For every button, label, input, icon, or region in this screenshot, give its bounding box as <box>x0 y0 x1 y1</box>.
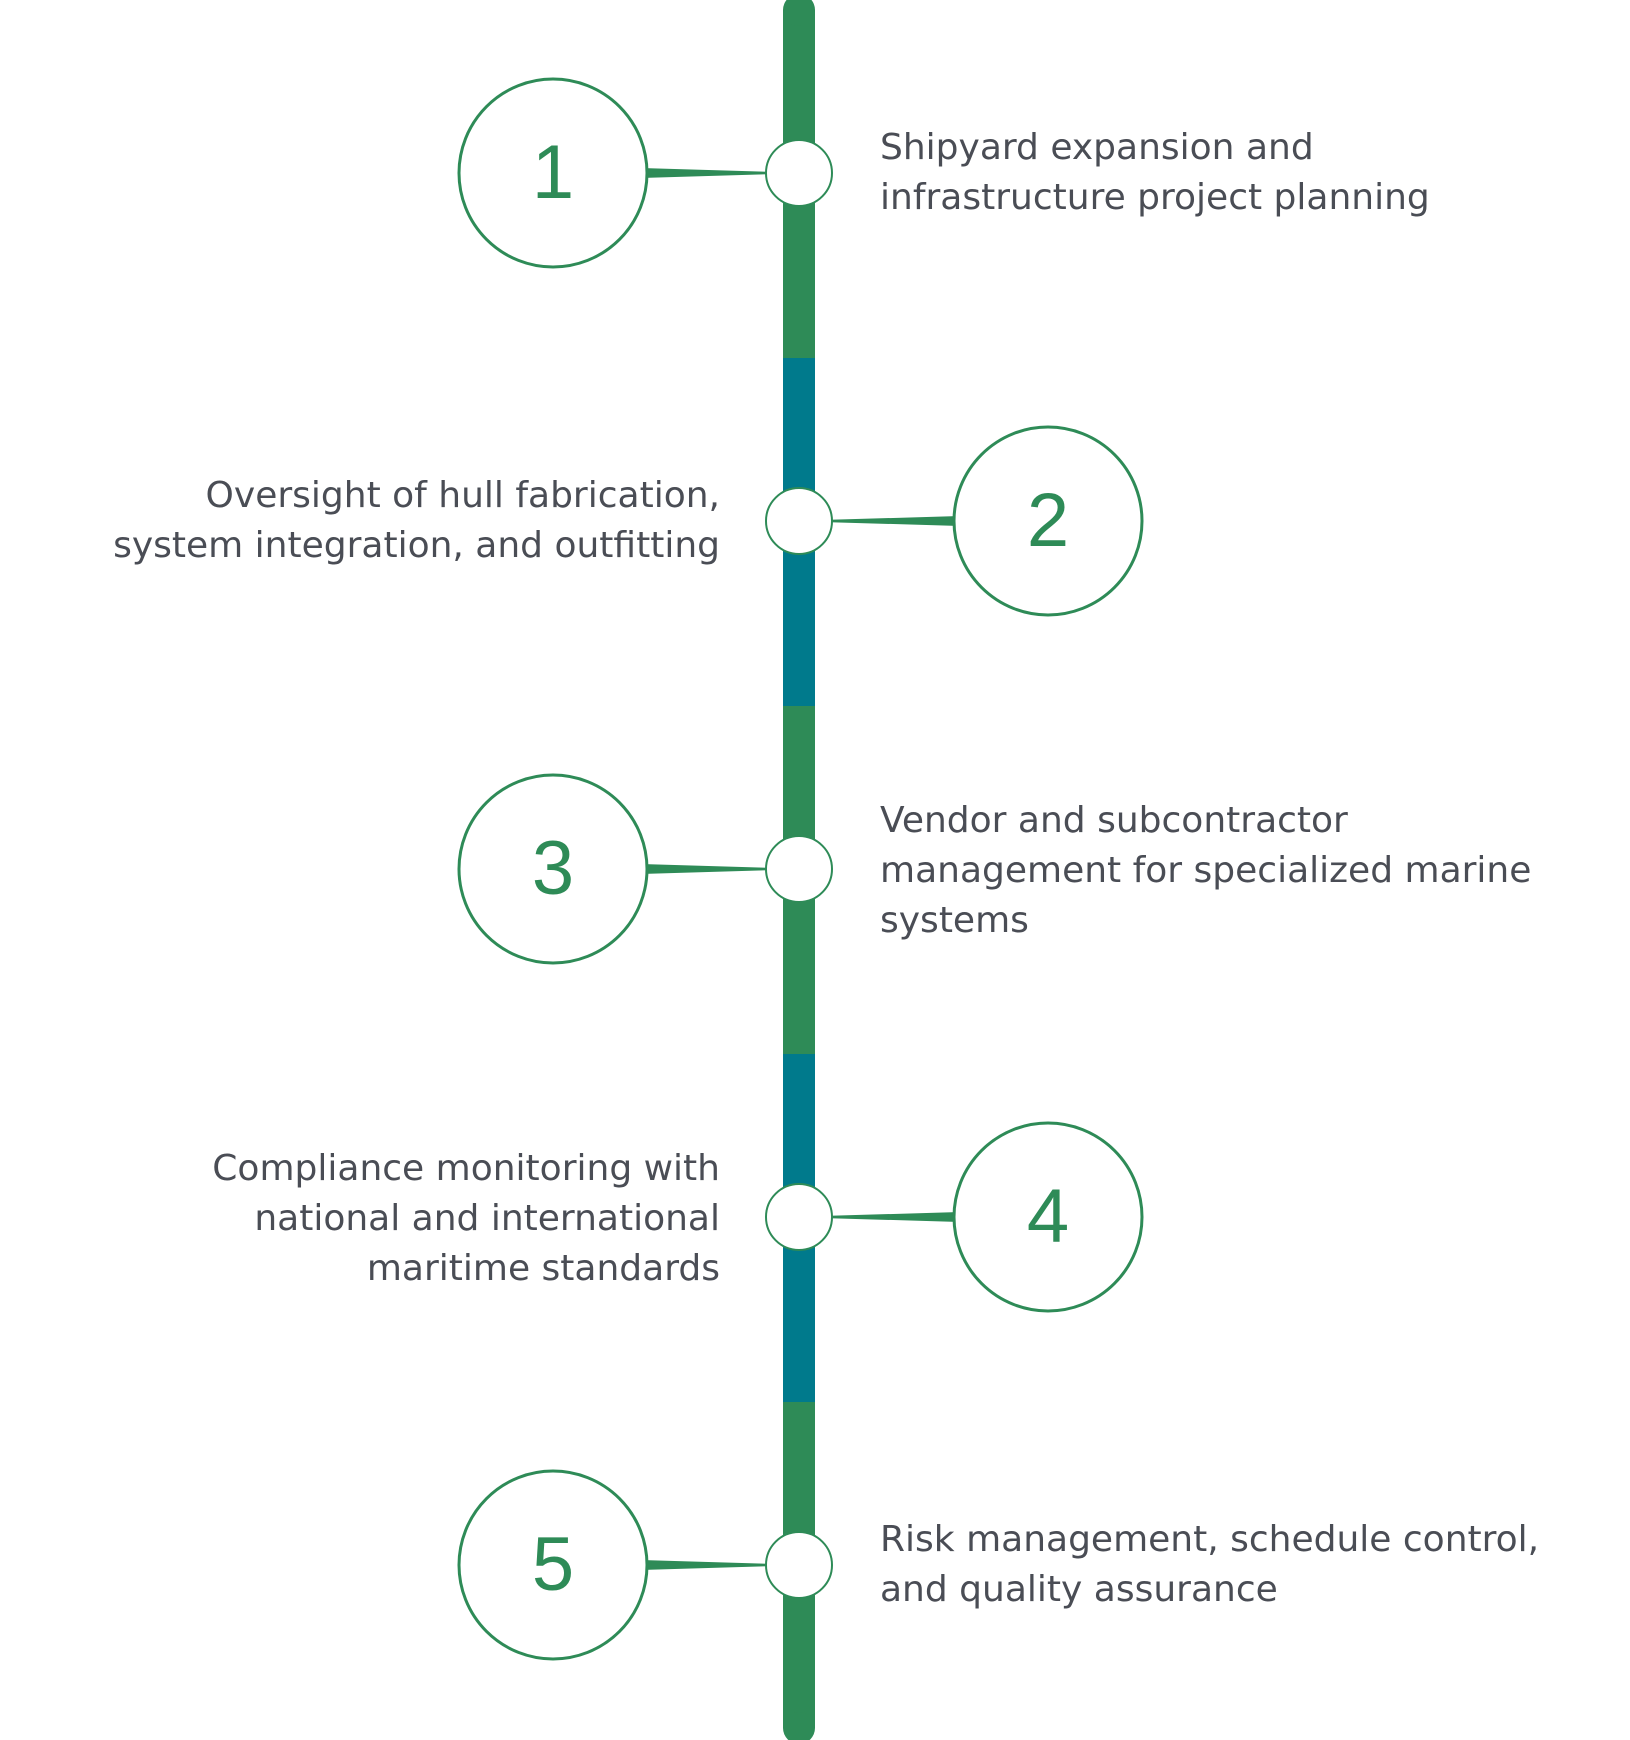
step-1-circle <box>457 77 649 269</box>
step-4-number: 4 <box>1026 1174 1070 1259</box>
step-5-number: 5 <box>531 1522 575 1607</box>
step-4-circle <box>952 1121 1144 1313</box>
step-5-node <box>765 1531 833 1599</box>
step-2-connector <box>830 516 960 526</box>
step-2-circle <box>952 425 1144 617</box>
step-5-description: Risk management, schedule control, and q… <box>880 1515 1539 1615</box>
step-1-connector <box>641 168 768 178</box>
step-3-description: Vendor and subcontractor management for … <box>880 796 1531 946</box>
step-4-line-3: maritime standards <box>366 1248 720 1289</box>
step-2-number: 2 <box>1026 478 1070 563</box>
step-4-line-2: national and international <box>254 1198 720 1239</box>
step-5-line-1: Risk management, schedule control, <box>880 1519 1540 1560</box>
step-3-line-2: management for specialized marine <box>880 850 1532 891</box>
step-2-node <box>765 487 833 555</box>
step-4-description: Compliance monitoring with national and … <box>212 1144 720 1294</box>
step-2-line-2: system integration, and outfitting <box>113 525 720 566</box>
step-3-number: 3 <box>531 826 575 911</box>
step-2-description: Oversight of hull fabrication, system in… <box>113 471 720 571</box>
step-1-line-2: infrastructure project planning <box>880 177 1430 218</box>
step-3-circle <box>457 773 649 965</box>
step-1-node <box>765 139 833 207</box>
connectors <box>641 168 960 1570</box>
spine-bottom-cap <box>783 1712 815 1740</box>
step-circles <box>457 77 1144 1661</box>
step-3-node <box>765 835 833 903</box>
step-5-circle <box>457 1469 649 1661</box>
step-3-line-1: Vendor and subcontractor <box>880 800 1348 841</box>
spine-nodes <box>765 139 833 1599</box>
step-1-description: Shipyard expansion and infrastructure pr… <box>880 123 1430 223</box>
step-1-line-1: Shipyard expansion and <box>880 127 1314 168</box>
spine-top-cap <box>783 0 815 26</box>
step-1-number: 1 <box>531 130 575 215</box>
step-5-connector <box>641 1560 768 1570</box>
step-3-line-3: systems <box>880 900 1029 941</box>
step-5-line-2: and quality assurance <box>880 1569 1278 1610</box>
step-2-line-1: Oversight of hull fabrication, <box>205 475 720 516</box>
step-4-node <box>765 1183 833 1251</box>
step-4-connector <box>830 1212 960 1222</box>
step-4-line-1: Compliance monitoring with <box>212 1148 720 1189</box>
step-3-connector <box>641 864 768 874</box>
